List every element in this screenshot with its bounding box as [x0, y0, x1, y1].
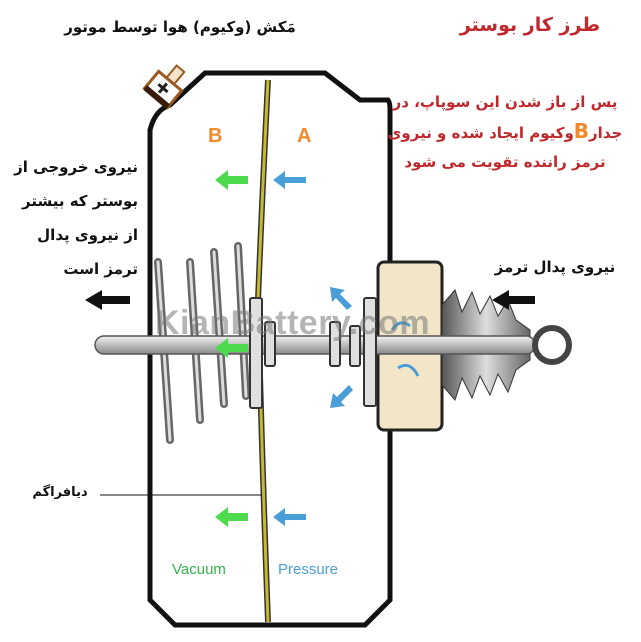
output-force-label: نیروی خروجی از بوستر که بیشتر از نیروی پ…: [14, 158, 138, 278]
vacuum-side-label: Vacuum: [172, 561, 226, 578]
chamber-a-label: A: [297, 125, 312, 147]
watermark: KianBattery.com: [155, 304, 431, 342]
diaphragm-label: دیافراگم: [32, 485, 88, 500]
output-arrow: [85, 290, 130, 310]
vacuum-label: مَکش (وکیوم) هوا توسط موتور: [64, 18, 296, 36]
desc-letter-b: B: [573, 119, 590, 143]
desc-line2-pre: جدار: [589, 124, 623, 142]
vacuum-valve-icon: [142, 64, 186, 110]
force-arrows: [85, 170, 535, 527]
diagram-title: طرز کار بوستر: [459, 14, 601, 36]
desc-line3: ترمز راننده تقویت می شود: [404, 153, 606, 171]
description: پس از باز شدن این سوپاپ، در جدارBوکیوم ا…: [380, 88, 630, 177]
desc-line1: پس از باز شدن این سوپاپ، در: [392, 93, 618, 111]
pedal-force-label: نیروی پدال ترمز: [494, 258, 616, 276]
pressure-side-label: Pressure: [278, 561, 339, 578]
desc-line2-post: وکیوم ایجاد شده و نیروی: [387, 124, 574, 142]
pedal-eye: [532, 325, 572, 365]
chamber-b-label: B: [208, 125, 223, 147]
pedal-arrow: [492, 290, 535, 310]
